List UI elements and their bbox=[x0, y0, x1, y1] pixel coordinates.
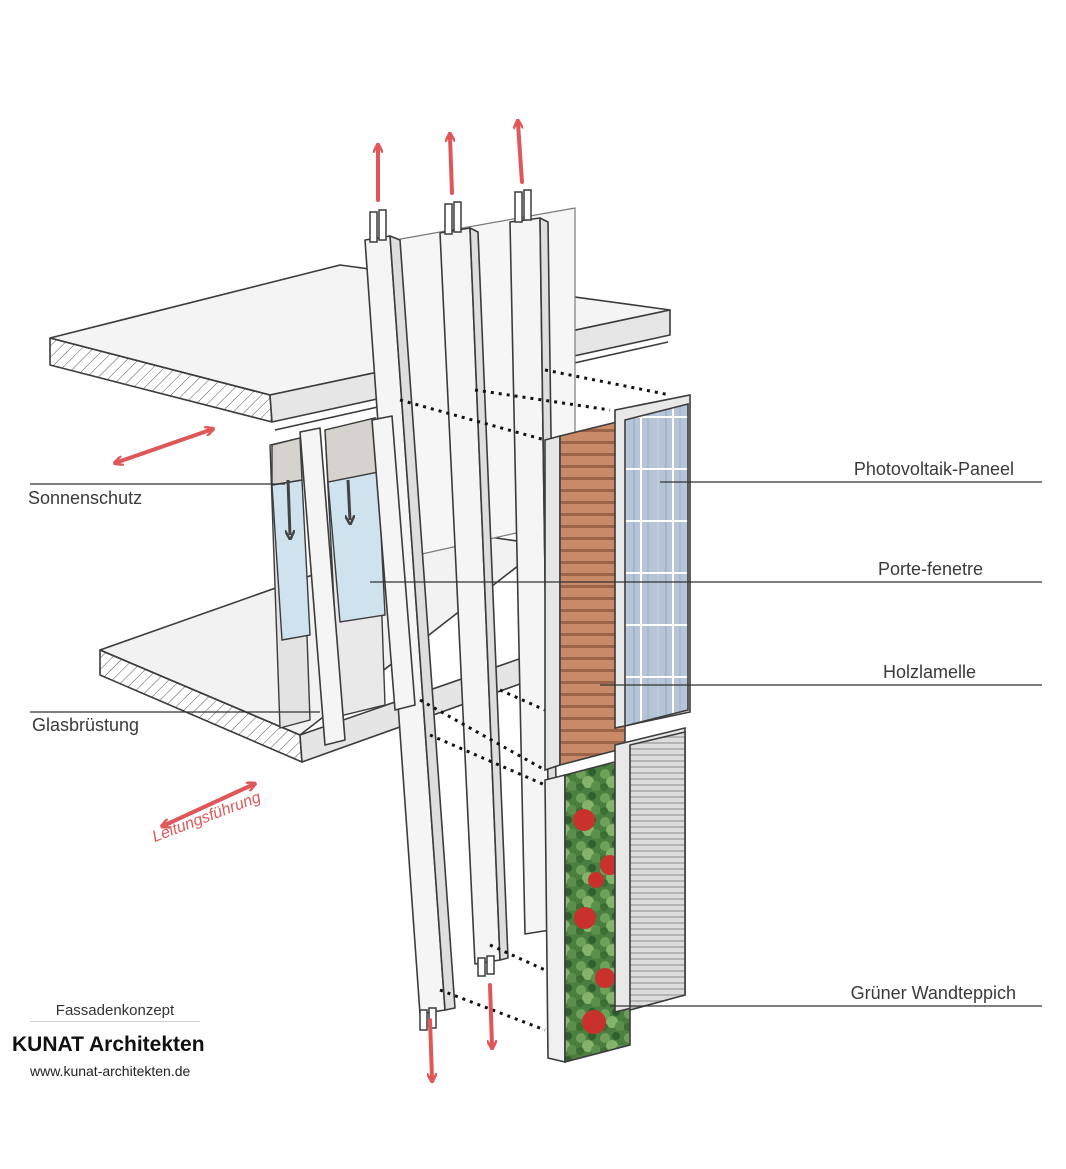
photovoltaic-panel bbox=[614, 394, 691, 729]
wood-louvre-panel bbox=[544, 418, 626, 772]
conduit-tops bbox=[369, 189, 532, 243]
credit-url: www.kunat-architekten.de bbox=[30, 1063, 191, 1079]
label-holzlamelle: Holzlamelle bbox=[882, 662, 976, 682]
sunshade-arrow-2 bbox=[348, 479, 350, 520]
structural-columns bbox=[299, 217, 559, 1015]
credit-divider bbox=[30, 1021, 200, 1022]
leader-lines bbox=[30, 481, 1042, 1007]
airflow-arrows bbox=[118, 124, 524, 1078]
credit-firm: KUNAT Architekten bbox=[12, 1033, 205, 1056]
upper-floor-slab bbox=[49, 264, 671, 431]
credit-title: Fassadenkonzept bbox=[55, 1002, 175, 1019]
glass-windows bbox=[269, 417, 386, 729]
label-glasbruestung: Glasbrüstung bbox=[32, 715, 140, 735]
green-wall-carpet bbox=[544, 756, 631, 1064]
label-porte-fenetre: Porte-fenetre bbox=[877, 559, 983, 579]
dotted-connectors bbox=[399, 368, 671, 1032]
label-photovoltaik-paneel: Photovoltaik-Paneel bbox=[853, 459, 1014, 479]
corrugated-cladding bbox=[614, 726, 686, 1014]
label-sonnenschutz: Sonnenschutz bbox=[28, 488, 143, 508]
conduit-bottoms bbox=[419, 955, 495, 1031]
label-gruener-wandteppich: Grüner Wandteppich bbox=[850, 983, 1016, 1003]
sunshade-arrow-1 bbox=[288, 479, 290, 535]
